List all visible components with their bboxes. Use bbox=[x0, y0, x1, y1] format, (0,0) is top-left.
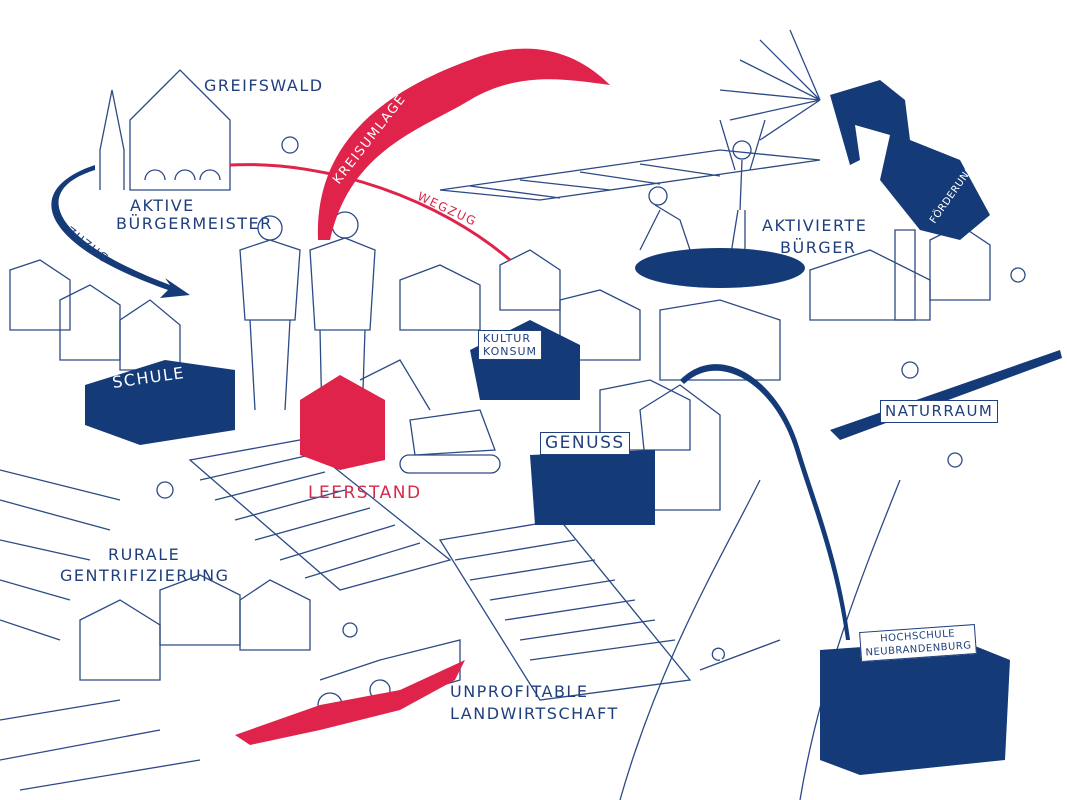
field-left bbox=[0, 469, 201, 791]
label-unprofitable: UNPROFITABLE bbox=[450, 682, 589, 701]
naturraum-stroke bbox=[830, 350, 1062, 440]
label-aktive: AKTIVE bbox=[130, 196, 195, 215]
excavator bbox=[359, 359, 501, 474]
genuss-building bbox=[530, 450, 655, 525]
schule-building bbox=[85, 360, 235, 445]
label-aktivierte: AKTIVIERTE bbox=[762, 216, 868, 235]
label-gentrifizierung: GENTRIFIZIERUNG bbox=[60, 566, 230, 585]
label-leerstand: LEERSTAND bbox=[308, 483, 422, 503]
label-buerger: BÜRGER bbox=[780, 238, 857, 257]
spray-bottle bbox=[830, 80, 990, 240]
red-road bbox=[235, 660, 465, 745]
field-center bbox=[188, 439, 692, 701]
label-landwirtschaft: LANDWIRTSCHAFT bbox=[450, 704, 619, 723]
activation-hole bbox=[635, 248, 805, 288]
kreisumlage-swoosh bbox=[317, 48, 610, 241]
label-greifswald: GREIFSWALD bbox=[204, 76, 324, 95]
hochschule-arc bbox=[680, 364, 850, 640]
label-konsum: KONSUM bbox=[483, 345, 538, 358]
greifswald-townhall bbox=[99, 69, 231, 191]
leerstand-house bbox=[300, 375, 385, 470]
hochschule-building bbox=[820, 640, 1010, 775]
wegzug-arrow bbox=[229, 163, 511, 262]
houses-left bbox=[9, 259, 311, 681]
spray-lines bbox=[719, 29, 821, 141]
field-top bbox=[439, 149, 821, 201]
label-genuss: GENUSS bbox=[540, 432, 630, 455]
label-buergermeister: BÜRGERMEISTER bbox=[116, 214, 273, 233]
label-kultur: KULTUR bbox=[483, 332, 531, 345]
activated-citizens bbox=[639, 119, 766, 261]
label-naturraum: NATURRAUM bbox=[880, 400, 999, 423]
label-rurale: RURALE bbox=[108, 545, 181, 564]
trees bbox=[156, 136, 1026, 638]
river bbox=[619, 479, 901, 800]
kayak bbox=[699, 639, 781, 671]
